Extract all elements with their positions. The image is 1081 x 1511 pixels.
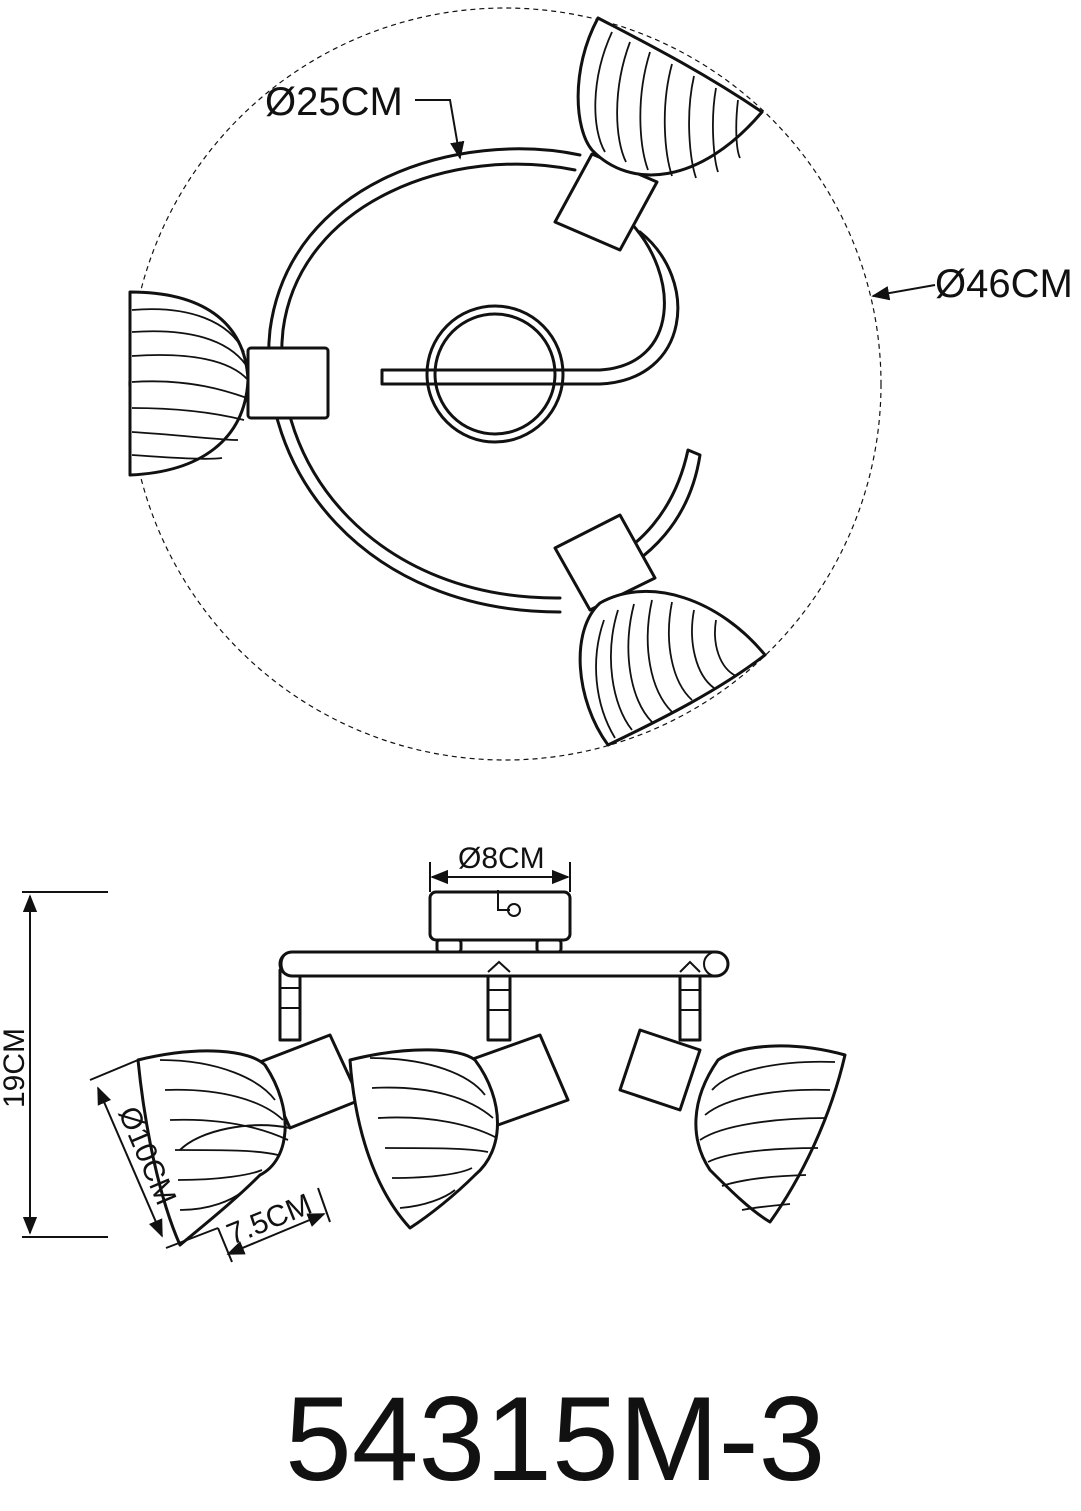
height-label: 19CM — [0, 1028, 31, 1108]
front-right-spotlight — [618, 1028, 847, 1224]
stem-middle — [486, 960, 512, 1042]
stem-left — [278, 968, 302, 1042]
top-left-spotlight — [128, 290, 330, 477]
canopy — [428, 890, 572, 942]
canopy-diameter-label: Ø8CM — [458, 842, 545, 875]
canopy-outer-ring — [425, 304, 565, 444]
canopy-inner-ring — [433, 312, 557, 436]
model-number: 54315M-3 — [285, 1372, 825, 1506]
spiral-arm — [267, 147, 702, 614]
overall-diameter-label: Ø46CM — [935, 262, 1073, 306]
top-view: Ø25CM Ø46CM — [128, 7, 1073, 761]
arc-diameter-label: Ø25CM — [265, 80, 403, 124]
bottom-spotlight — [553, 513, 767, 747]
front-middle-spotlight — [348, 1033, 570, 1230]
top-right-spotlight — [553, 16, 764, 252]
mounting-bar — [278, 950, 730, 978]
front-view: Ø8CM — [0, 842, 847, 1263]
stem-right — [678, 960, 702, 1042]
